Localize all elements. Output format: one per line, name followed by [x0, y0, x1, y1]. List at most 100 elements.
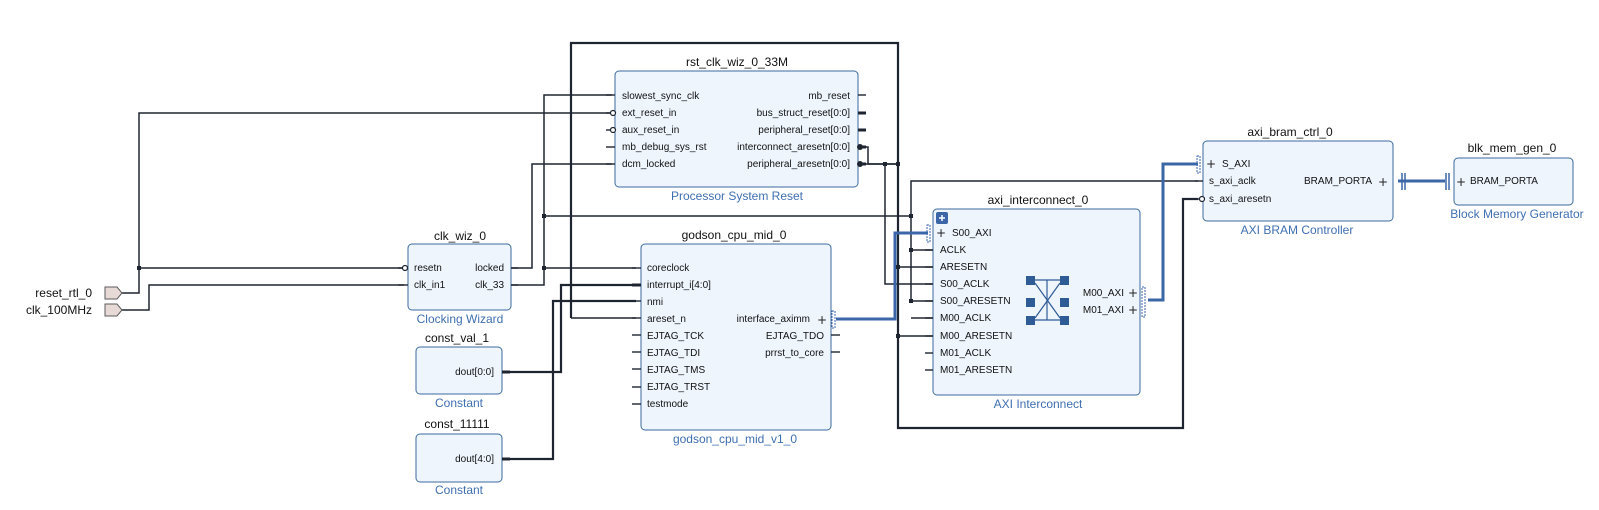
- interface-connector-icon: [1196, 155, 1201, 174]
- output-pins: + interface_aximm EJTAG_TDO prrst_to_cor…: [737, 310, 840, 359]
- pin-label: M00_ACLK: [940, 313, 991, 324]
- pin-label: M01_ARESETN: [940, 365, 1012, 376]
- active-low-bubble: [609, 109, 617, 117]
- pin-label: EJTAG_TCK: [647, 331, 704, 342]
- pin-label: S00_ACLK: [940, 279, 990, 290]
- pin-label: BRAM_PORTA: [1470, 176, 1538, 187]
- pin-label: peripheral_aresetn[0:0]: [747, 159, 850, 170]
- input-port-icon: [104, 286, 123, 300]
- plus-icon[interactable]: +: [936, 226, 946, 240]
- pin-label: peripheral_reset[0:0]: [758, 125, 850, 136]
- block-const-11111[interactable]: const_11111 Constant dout[4:0]: [415, 417, 510, 497]
- interface-connector-icon: [926, 224, 931, 243]
- plus-icon[interactable]: +: [1128, 303, 1138, 317]
- pin-label: bus_struct_reset[0:0]: [757, 108, 851, 119]
- block-type-label: AXI BRAM Controller: [1241, 223, 1354, 237]
- block-body[interactable]: [640, 243, 832, 431]
- pin-label: dout[0:0]: [455, 367, 494, 378]
- external-port-clk[interactable]: clk_100MHz: [26, 303, 123, 317]
- net-junctions: [137, 162, 913, 338]
- plus-icon[interactable]: +: [1456, 175, 1466, 189]
- pin-label: prrst_to_core: [765, 348, 824, 359]
- block-clk-wiz[interactable]: clk_wiz_0 Clocking Wizard resetn clk_in1…: [398, 229, 518, 326]
- block-instance-name: godson_cpu_mid_0: [682, 228, 787, 242]
- input-pins: + S00_AXI ACLK ARESETN S00_ACLK S00_ARES…: [925, 224, 1012, 376]
- pin-label: nmi: [647, 297, 663, 308]
- pin-label: slowest_sync_clk: [622, 91, 700, 102]
- pin-label: areset_n: [647, 314, 686, 325]
- block-instance-name: const_11111: [424, 417, 489, 431]
- active-low-bubble: [857, 161, 863, 167]
- pin-label: EJTAG_TMS: [647, 365, 705, 376]
- pin-label: interface_aximm: [737, 314, 810, 325]
- block-instance-name: const_val_1: [425, 331, 489, 345]
- block-godson-cpu[interactable]: godson_cpu_mid_0 godson_cpu_mid_v1_0 cor…: [632, 228, 840, 446]
- pin-label: interconnect_aresetn[0:0]: [737, 142, 850, 153]
- pin-label: interrupt_i[4:0]: [647, 280, 711, 291]
- pin-label: aux_reset_in: [622, 125, 679, 136]
- block-axi-interconnect[interactable]: axi_interconnect_0 AXI Interconnect + S0…: [925, 193, 1146, 411]
- pin-label: EJTAG_TDI: [647, 348, 700, 359]
- pin-label: dout[4:0]: [455, 454, 494, 465]
- block-type-label: Constant: [435, 396, 484, 410]
- block-body[interactable]: [1453, 157, 1574, 206]
- pin-label: EJTAG_TDO: [766, 331, 824, 342]
- block-body[interactable]: [932, 208, 1141, 396]
- block-blk-mem-gen[interactable]: blk_mem_gen_0 Block Memory Generator + B…: [1445, 141, 1584, 221]
- external-port-clk-label: clk_100MHz: [26, 303, 92, 317]
- plus-icon[interactable]: +: [1206, 157, 1216, 171]
- external-port-reset[interactable]: reset_rtl_0: [35, 286, 123, 300]
- plus-icon[interactable]: +: [1378, 175, 1388, 189]
- block-instance-name: rst_clk_wiz_0_33M: [686, 55, 788, 69]
- pin-label: mb_debug_sys_rst: [622, 142, 707, 153]
- pin-label: resetn: [414, 263, 442, 274]
- pin-label: M00_AXI: [1083, 288, 1124, 299]
- expand-icon[interactable]: [936, 212, 948, 224]
- pin-label: S_AXI: [1222, 159, 1250, 170]
- pin-label: s_axi_aresetn: [1209, 194, 1271, 205]
- external-port-reset-label: reset_rtl_0: [35, 286, 92, 300]
- pin-label: clk_in1: [414, 280, 446, 291]
- pin-label: coreclock: [647, 263, 690, 274]
- output-pins: mb_reset bus_struct_reset[0:0] periphera…: [737, 91, 866, 170]
- pin-label: ARESETN: [940, 262, 987, 273]
- block-instance-name: axi_bram_ctrl_0: [1247, 125, 1333, 139]
- interface-connector-icon: [1141, 286, 1146, 318]
- block-rst-clk-wiz[interactable]: rst_clk_wiz_0_33M Processor System Reset…: [606, 55, 866, 203]
- input-pins: slowest_sync_clk ext_reset_in aux_reset_…: [606, 91, 707, 170]
- pin-label: testmode: [647, 399, 689, 410]
- block-type-label: Constant: [435, 483, 484, 497]
- nets: [122, 41, 1445, 461]
- pin-label: ext_reset_in: [622, 108, 676, 119]
- plus-icon[interactable]: +: [1128, 286, 1138, 300]
- crossbar-icon: [1026, 276, 1069, 325]
- plus-icon[interactable]: +: [817, 313, 827, 327]
- active-low-bubble: [609, 126, 617, 134]
- interface-connector-icon: [831, 310, 836, 329]
- bram-interface-connector-icon: [1445, 173, 1450, 190]
- block-type-label: Clocking Wizard: [417, 312, 504, 326]
- pin-label: ACLK: [940, 245, 966, 256]
- pin-label: locked: [475, 263, 504, 274]
- pin-label: mb_reset: [808, 91, 850, 102]
- input-port-icon: [104, 303, 123, 317]
- active-low-bubble: [857, 144, 863, 150]
- bram-interface-connector-icon: [1401, 173, 1406, 190]
- active-low-bubble: [1198, 195, 1206, 203]
- block-type-label: Processor System Reset: [671, 189, 804, 203]
- block-instance-name: blk_mem_gen_0: [1468, 141, 1557, 155]
- pin-label: M00_ARESETN: [940, 331, 1012, 342]
- block-type-label: Block Memory Generator: [1450, 207, 1583, 221]
- block-type-label: AXI Interconnect: [994, 397, 1083, 411]
- block-axi-bram-ctrl[interactable]: axi_bram_ctrl_0 AXI BRAM Controller + S_…: [1195, 125, 1406, 237]
- block-body[interactable]: [407, 243, 512, 311]
- block-const-val-1[interactable]: const_val_1 Constant dout[0:0]: [415, 331, 510, 410]
- pin-label: EJTAG_TRST: [647, 382, 710, 393]
- block-instance-name: clk_wiz_0: [434, 229, 486, 243]
- input-pins: coreclock interrupt_i[4:0] nmi areset_n …: [632, 263, 711, 410]
- pin-label: dcm_locked: [622, 159, 675, 170]
- block-instance-name: axi_interconnect_0: [988, 193, 1089, 207]
- pin-label: S00_AXI: [952, 228, 991, 239]
- pin-label: S00_ARESETN: [940, 296, 1011, 307]
